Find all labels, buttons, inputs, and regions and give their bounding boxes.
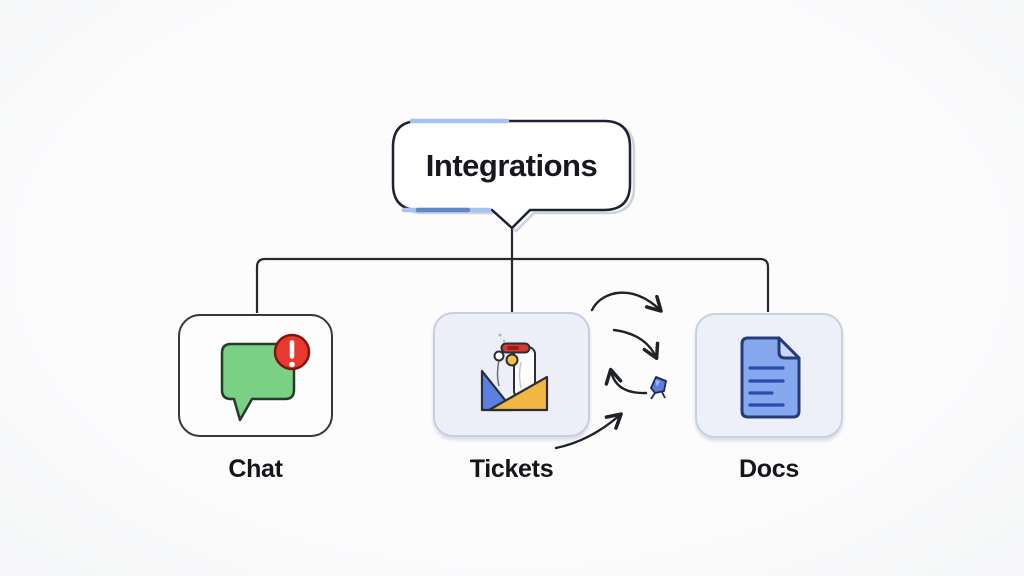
sync-arrow-bottom — [554, 412, 623, 450]
root-node-integrations — [391, 118, 636, 233]
node-card-tickets — [433, 312, 590, 437]
chat-bubble-alert-icon — [220, 333, 311, 422]
node-label-chat: Chat — [228, 455, 283, 483]
ticket-boat-icon — [480, 333, 549, 412]
tree-connectors — [255, 228, 770, 313]
root-node-bubble — [391, 119, 632, 230]
sync-arrow-middle — [612, 328, 660, 361]
sync-arrow-return — [604, 367, 648, 395]
document-icon — [740, 336, 801, 419]
sync-arrow-top — [590, 291, 663, 313]
blue-pin-icon — [650, 376, 667, 400]
root-node-label: Integrations — [425, 147, 598, 183]
node-card-docs — [695, 313, 843, 438]
node-card-chat — [178, 314, 333, 437]
node-label-docs: Docs — [739, 455, 799, 483]
sync-arrows-tickets-docs — [554, 291, 663, 450]
node-label-tickets: Tickets — [469, 455, 554, 483]
